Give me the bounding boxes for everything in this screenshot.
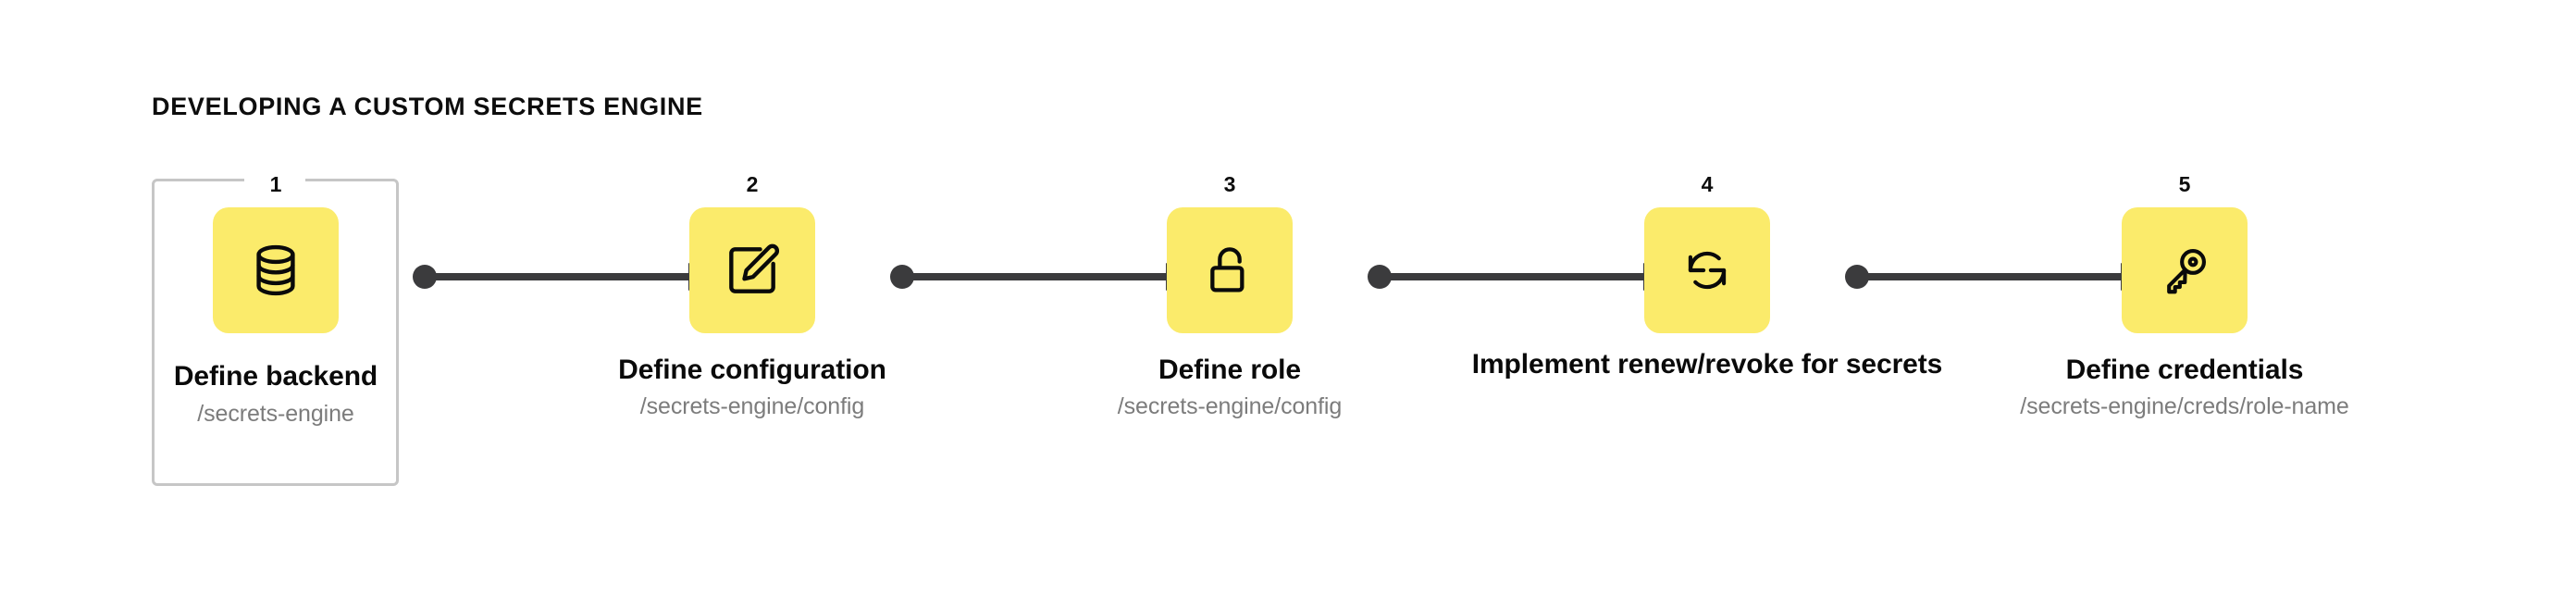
step-2-icon-tile[interactable] bbox=[689, 207, 815, 333]
connector-line bbox=[1380, 273, 1650, 280]
step-2-label: Define configuration bbox=[618, 355, 886, 385]
step-4[interactable]: 4 Implement renew/revoke for secrets bbox=[1468, 163, 1946, 496]
unlocked-padlock-icon bbox=[1200, 241, 1259, 300]
step-2-sub: /secrets-engine/config bbox=[639, 393, 865, 419]
step-1-icon-tile[interactable] bbox=[213, 207, 339, 333]
key-icon bbox=[2156, 242, 2213, 299]
page-title: DEVELOPING A CUSTOM SECRETS ENGINE bbox=[152, 93, 703, 120]
step-3-sub: /secrets-engine/config bbox=[1117, 393, 1343, 419]
connector-line bbox=[425, 273, 695, 280]
step-5-label: Define credentials bbox=[2065, 355, 2304, 385]
step-3-icon-tile[interactable] bbox=[1167, 207, 1293, 333]
step-3-label: Define role bbox=[1158, 355, 1301, 385]
step-2-number: 2 bbox=[746, 172, 759, 196]
step-3-number: 3 bbox=[1223, 172, 1236, 196]
connector-line bbox=[1857, 273, 2127, 280]
step-2[interactable]: 2 Define configuration /secrets-engine/c… bbox=[514, 163, 991, 496]
step-1[interactable]: 1 Define backend /secrets-engine bbox=[37, 163, 514, 496]
step-1-sub: /secrets-engine bbox=[197, 401, 354, 427]
steps-row: 1 Define backend /secrets-engine bbox=[0, 163, 2576, 496]
step-5[interactable]: 5 Define credentials /secrets-engine/cre… bbox=[1946, 163, 2423, 496]
step-4-label: Implement renew/revoke for secrets bbox=[1471, 349, 1943, 380]
step-1-label: Define backend bbox=[173, 361, 378, 392]
step-1-frame-number-gap bbox=[244, 176, 305, 183]
step-4-number: 4 bbox=[1701, 172, 1714, 196]
database-icon bbox=[244, 239, 307, 302]
refresh-rotate-icon bbox=[1678, 242, 1736, 299]
step-1-number: 1 bbox=[269, 172, 282, 196]
step-5-number: 5 bbox=[2178, 172, 2191, 196]
step-5-sub: /secrets-engine/creds/role-name bbox=[2020, 393, 2349, 419]
step-4-icon-tile[interactable] bbox=[1644, 207, 1770, 333]
step-5-icon-tile[interactable] bbox=[2122, 207, 2248, 333]
connector-line bbox=[902, 273, 1172, 280]
edit-square-icon bbox=[721, 239, 784, 302]
step-3[interactable]: 3 Define role /secrets-engine/config bbox=[991, 163, 1468, 496]
